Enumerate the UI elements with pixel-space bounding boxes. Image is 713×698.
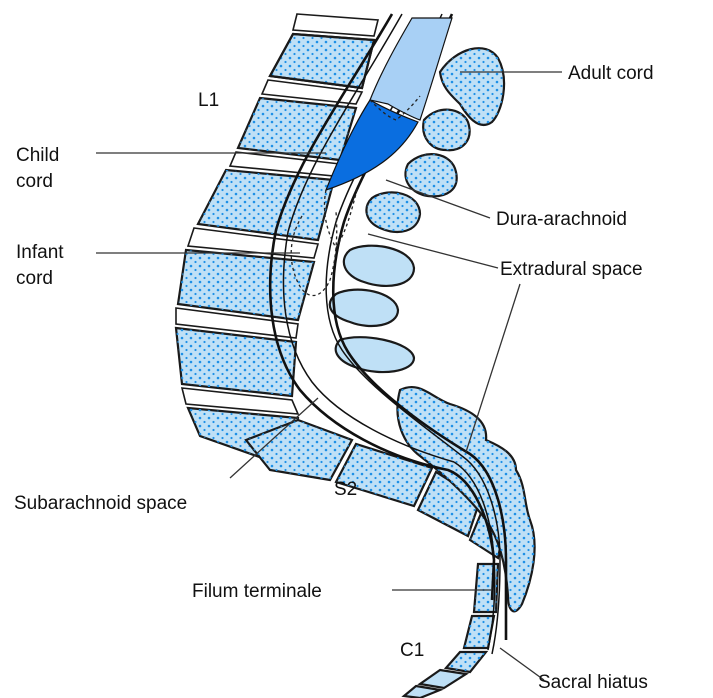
label-s2: S2: [334, 479, 357, 500]
label-adult-cord: Adult cord: [568, 63, 654, 84]
spinous-process: [336, 337, 414, 372]
label-child-cord-line1: Child: [16, 145, 59, 166]
label-l1: L1: [198, 90, 219, 111]
adult-cord-shape: [370, 18, 452, 120]
coccyx-segment: [404, 686, 440, 698]
coccyx-segment: [420, 670, 466, 688]
intervertebral-disc: [293, 14, 378, 36]
label-infant-cord-line1: Infant: [16, 242, 64, 263]
label-subarachnoid-space: Subarachnoid space: [14, 493, 187, 514]
extradural-space-leader-2: [466, 284, 520, 452]
label-extradural-space: Extradural space: [500, 259, 643, 280]
spinous-process: [344, 246, 414, 286]
spinous-process: [330, 290, 398, 326]
label-dura-arachnoid: Dura-arachnoid: [496, 209, 627, 230]
label-sacral-hiatus: Sacral hiatus: [538, 672, 648, 693]
label-c1: C1: [400, 640, 424, 661]
label-filum-terminale: Filum terminale: [192, 581, 322, 602]
label-infant-cord-line2: cord: [16, 268, 53, 289]
label-child-cord-line2: cord: [16, 171, 53, 192]
